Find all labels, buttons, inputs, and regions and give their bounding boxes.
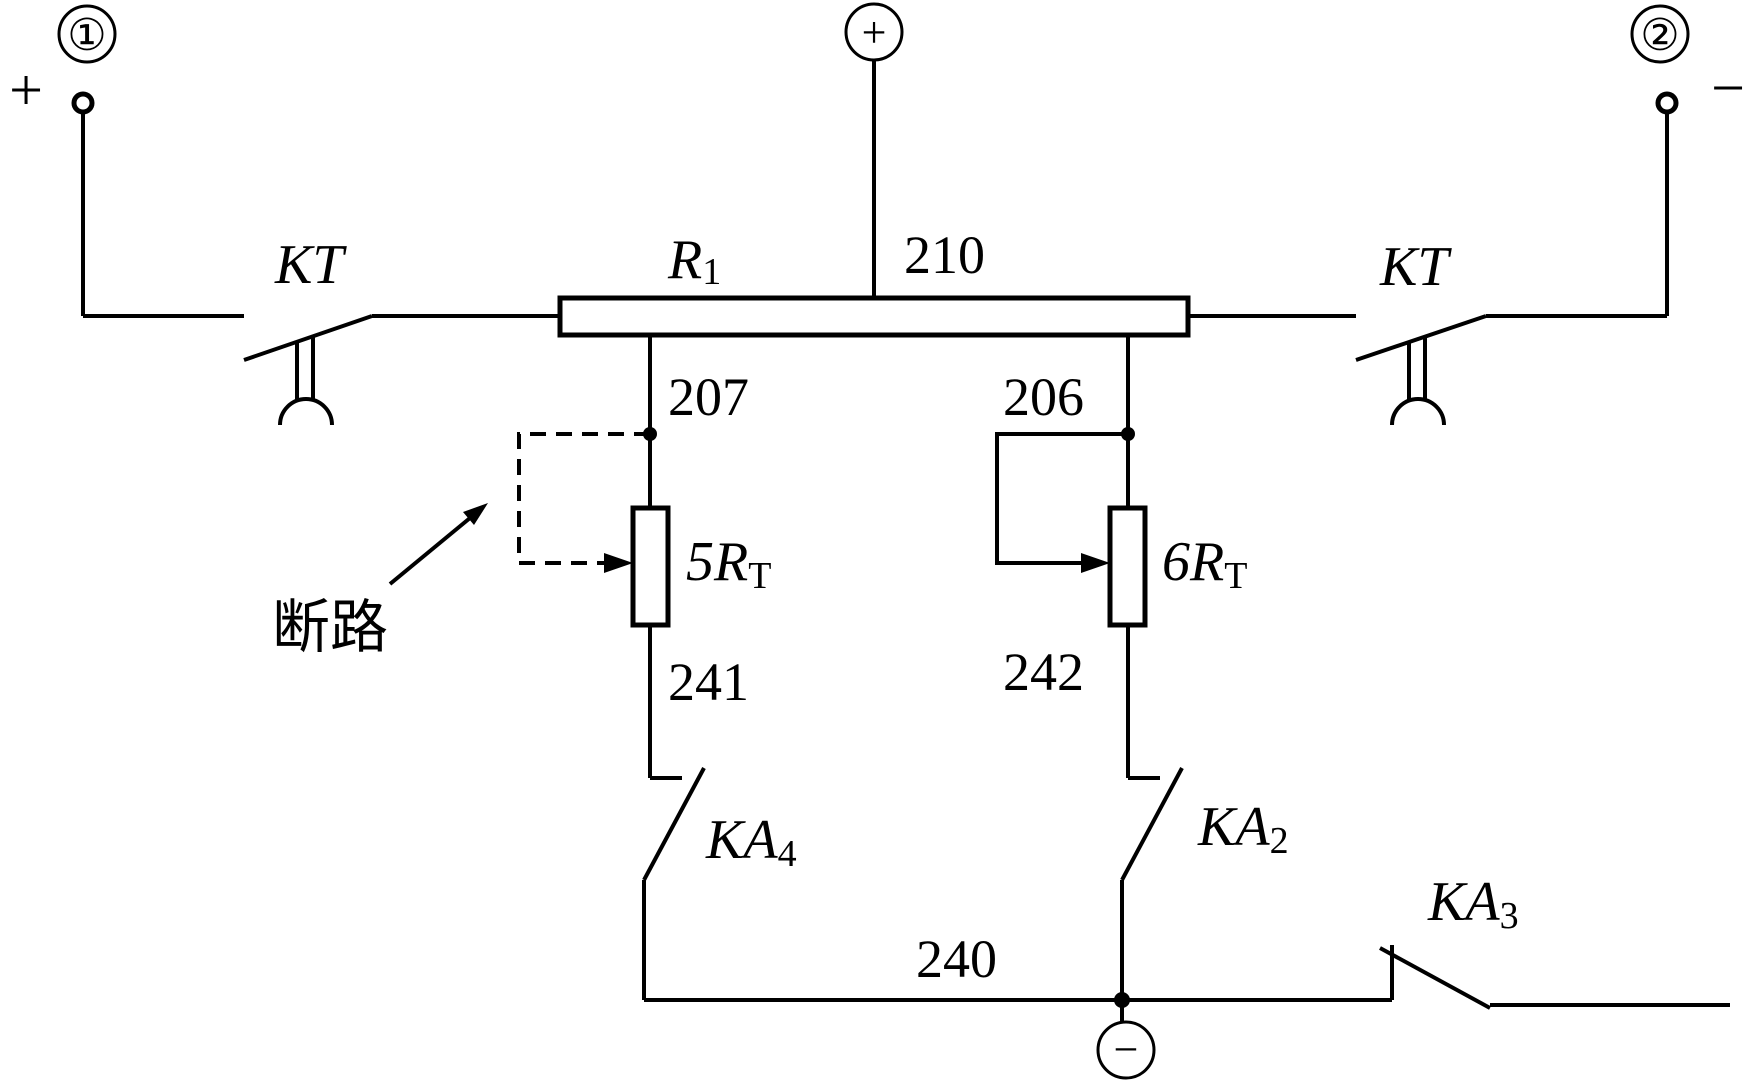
r1-label: R1: [667, 229, 721, 293]
ka2-label: KA2: [1197, 796, 1289, 862]
kt-left-label: KT: [274, 234, 347, 296]
r5t-label: 5RT: [686, 531, 771, 597]
terminal-2-number: ②: [1640, 11, 1679, 60]
terminal-2-polarity: −: [1711, 55, 1745, 121]
ka4-label: KA4: [705, 809, 797, 875]
top-plus-symbol: +: [862, 8, 887, 57]
bottom-minus-symbol: −: [1114, 1025, 1139, 1074]
kt-left-contact: KT: [243, 234, 560, 426]
top-plus-terminal: +: [844, 2, 904, 62]
annotation-label: 断路: [272, 593, 388, 661]
node-206-label: 206: [1003, 367, 1084, 427]
resistor-5rt: [630, 505, 671, 628]
broken-slider-wire: [517, 432, 650, 565]
node-207-label: 207: [668, 367, 749, 427]
kt-right-label: KT: [1379, 236, 1452, 298]
slider-arrow-left: [604, 553, 633, 573]
terminal-1-polarity: +: [9, 57, 43, 123]
slider-arrow-right: [1081, 553, 1110, 573]
r6t-label: 6RT: [1162, 531, 1247, 597]
node-241-label: 241: [668, 652, 749, 712]
node-242-label: 242: [1003, 642, 1084, 702]
kt-right-contact: KT: [1188, 236, 1667, 426]
open-circuit-annotation: 断路: [272, 503, 488, 661]
wire-left-feed: [81, 113, 244, 318]
terminal-1-number: ①: [67, 11, 106, 60]
terminal-1: ① +: [9, 4, 117, 123]
branch-left: 207 5RT 241 KA4: [517, 335, 797, 1000]
slider-wire-right: [995, 432, 1128, 565]
annotation-arrow: [463, 503, 488, 525]
bottom-minus-terminal: −: [1096, 1020, 1156, 1080]
branch-right: 206 6RT 242 KA2: [995, 335, 1289, 1000]
ka3-label: KA3: [1427, 871, 1519, 937]
resistor-6rt: [1107, 505, 1148, 628]
node-240-label: 240: [916, 929, 997, 989]
node-210-label: 210: [904, 225, 985, 285]
terminal-2: ② −: [1630, 4, 1745, 121]
bottom-bus: 240 KA3: [644, 871, 1730, 1022]
